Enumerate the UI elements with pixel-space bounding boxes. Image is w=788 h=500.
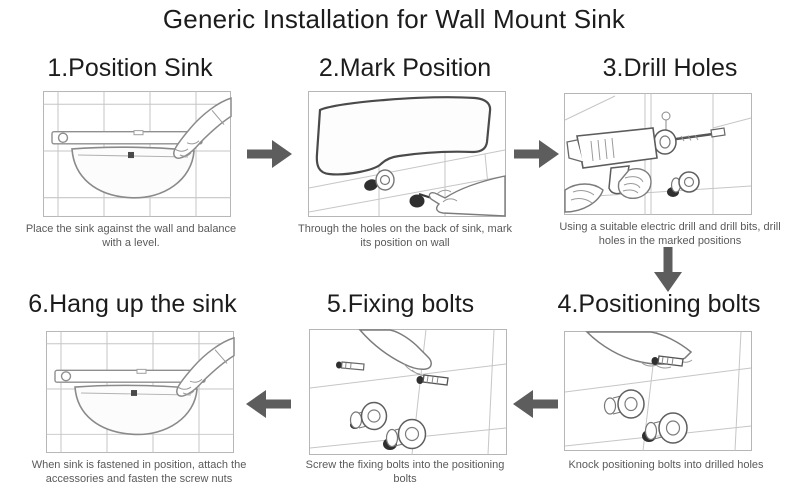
step-4-heading: 4.Positioning bolts — [557, 290, 761, 318]
arrow-left-icon — [245, 389, 291, 419]
step-5-heading: 5.Fixing bolts — [326, 290, 475, 318]
page-title: Generic Installation for Wall Mount Sink — [162, 4, 626, 34]
step-1-heading: 1.Position Sink — [47, 54, 213, 82]
step-6-caption: When sink is fastened in position, attac… — [31, 459, 247, 486]
step-1-illustration-sink-level-icon — [42, 90, 232, 218]
step-2-caption: Through the holes on the back of sink, m… — [297, 223, 512, 250]
step-4-caption: Knock positioning bolts into drilled hol… — [568, 459, 764, 471]
step-3-illustration-drill-icon — [563, 92, 753, 216]
step-5-illustration-fixing-bolts-icon — [308, 328, 508, 456]
step-6-illustration-hang-sink-icon — [45, 330, 235, 454]
step-2-illustration-mark-position-icon — [307, 90, 507, 218]
arrow-down-icon — [653, 247, 683, 293]
step-6-heading: 6.Hang up the sink — [28, 290, 237, 318]
step-1-caption: Place the sink against the wall and bala… — [25, 223, 237, 250]
arrow-right-icon — [514, 139, 560, 169]
step-3-caption: Using a suitable electric drill and dril… — [559, 221, 781, 248]
step-3-heading: 3.Drill Holes — [602, 54, 738, 82]
arrow-right-icon — [247, 139, 293, 169]
step-5-caption: Screw the fixing bolts into the position… — [305, 459, 505, 486]
step-2-heading: 2.Mark Position — [318, 54, 492, 82]
arrow-left-icon — [512, 389, 558, 419]
step-4-illustration-positioning-bolts-icon — [563, 330, 753, 452]
